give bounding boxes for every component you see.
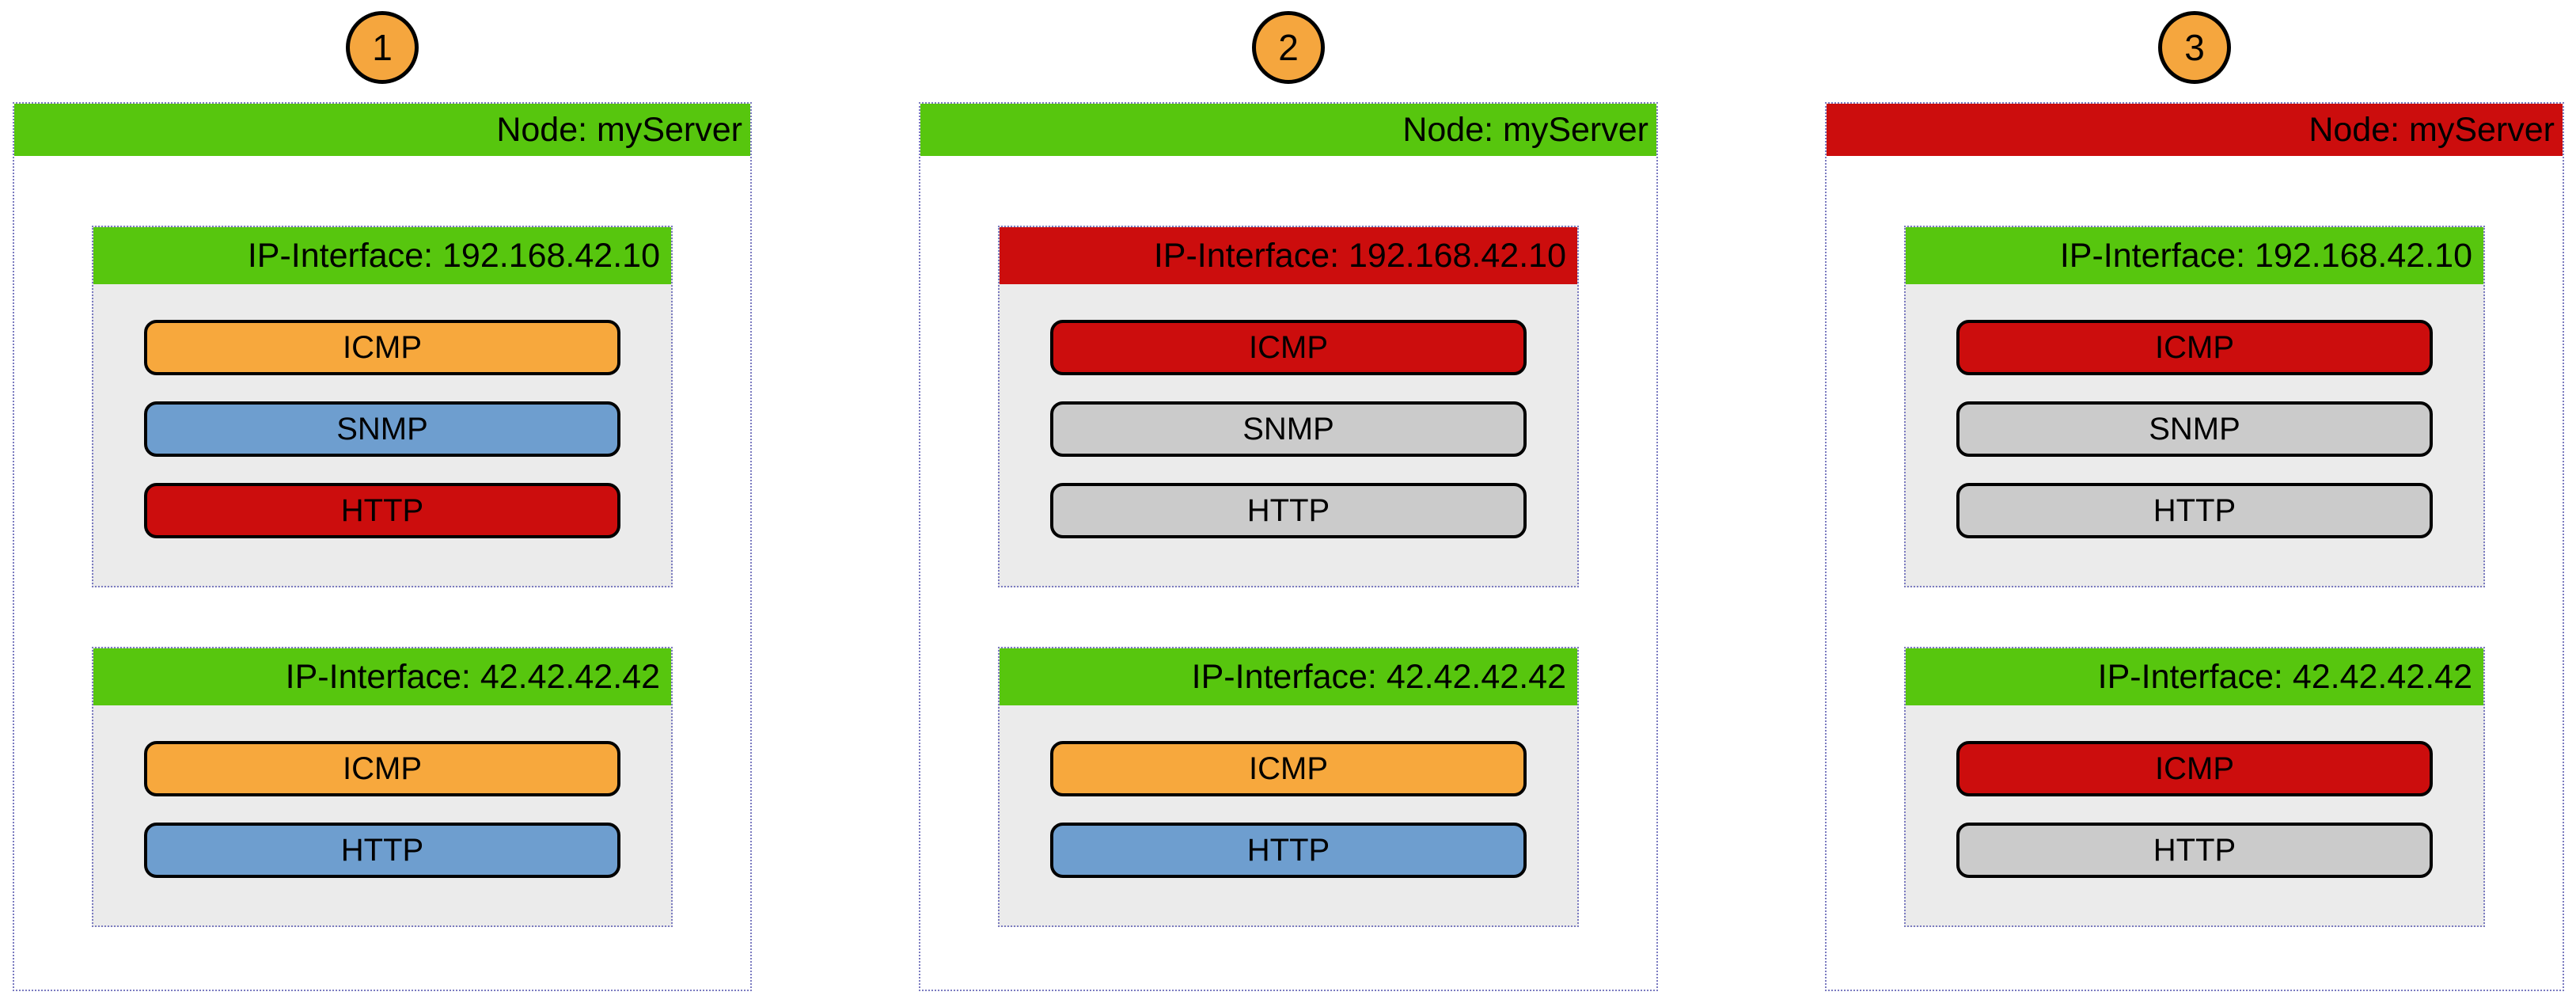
interface-title-bar: IP-Interface: 192.168.42.10: [93, 227, 671, 284]
step-number-badge: 1: [346, 11, 419, 84]
service-pill-icmp: ICMP: [1050, 741, 1527, 796]
interface-box: IP-Interface: 192.168.42.10 ICMP SNMP HT…: [998, 226, 1579, 587]
service-pill-http: HTTP: [144, 823, 620, 878]
interface-title-bar: IP-Interface: 42.42.42.42: [93, 648, 671, 705]
interface-title-bar: IP-Interface: 192.168.42.10: [1906, 227, 2483, 284]
service-pill-icmp: ICMP: [1956, 320, 2433, 375]
service-pill-snmp: SNMP: [1050, 401, 1527, 457]
interface-box: IP-Interface: 192.168.42.10 ICMP SNMP HT…: [1904, 226, 2485, 587]
service-pill-snmp: SNMP: [1956, 401, 2433, 457]
service-pill-icmp: ICMP: [144, 320, 620, 375]
service-pill-http: HTTP: [144, 483, 620, 538]
service-list: ICMP HTTP: [93, 705, 671, 925]
node-title-bar: Node: myServer: [920, 104, 1656, 156]
step-number-badge: 2: [1252, 11, 1325, 84]
service-pill-snmp: SNMP: [144, 401, 620, 457]
service-pill-icmp: ICMP: [1050, 320, 1527, 375]
node-title-bar: Node: myServer: [1827, 104, 2563, 156]
service-pill-http: HTTP: [1050, 483, 1527, 538]
interface-title-bar: IP-Interface: 42.42.42.42: [1000, 648, 1577, 705]
service-pill-http: HTTP: [1956, 823, 2433, 878]
interface-box: IP-Interface: 42.42.42.42 ICMP HTTP: [998, 647, 1579, 927]
service-list: ICMP HTTP: [1000, 705, 1577, 925]
diagram-scenario-2: 2 Node: myServer IP-Interface: 192.168.4…: [919, 11, 1658, 991]
node-box: Node: myServer IP-Interface: 192.168.42.…: [13, 102, 752, 991]
service-list: ICMP SNMP HTTP: [93, 284, 671, 586]
service-list: ICMP HTTP: [1906, 705, 2483, 925]
node-box: Node: myServer IP-Interface: 192.168.42.…: [1825, 102, 2564, 991]
service-pill-http: HTTP: [1956, 483, 2433, 538]
node-box: Node: myServer IP-Interface: 192.168.42.…: [919, 102, 1658, 991]
diagram-scenario-3: 3 Node: myServer IP-Interface: 192.168.4…: [1825, 11, 2564, 991]
service-pill-icmp: ICMP: [144, 741, 620, 796]
interface-box: IP-Interface: 42.42.42.42 ICMP HTTP: [92, 647, 673, 927]
interface-box: IP-Interface: 42.42.42.42 ICMP HTTP: [1904, 647, 2485, 927]
step-number-badge: 3: [2158, 11, 2231, 84]
service-pill-icmp: ICMP: [1956, 741, 2433, 796]
interface-title-bar: IP-Interface: 42.42.42.42: [1906, 648, 2483, 705]
service-list: ICMP SNMP HTTP: [1000, 284, 1577, 586]
interface-box: IP-Interface: 192.168.42.10 ICMP SNMP HT…: [92, 226, 673, 587]
diagram-scenario-1: 1 Node: myServer IP-Interface: 192.168.4…: [13, 11, 752, 991]
service-list: ICMP SNMP HTTP: [1906, 284, 2483, 586]
interface-title-bar: IP-Interface: 192.168.42.10: [1000, 227, 1577, 284]
node-title-bar: Node: myServer: [14, 104, 750, 156]
service-pill-http: HTTP: [1050, 823, 1527, 878]
